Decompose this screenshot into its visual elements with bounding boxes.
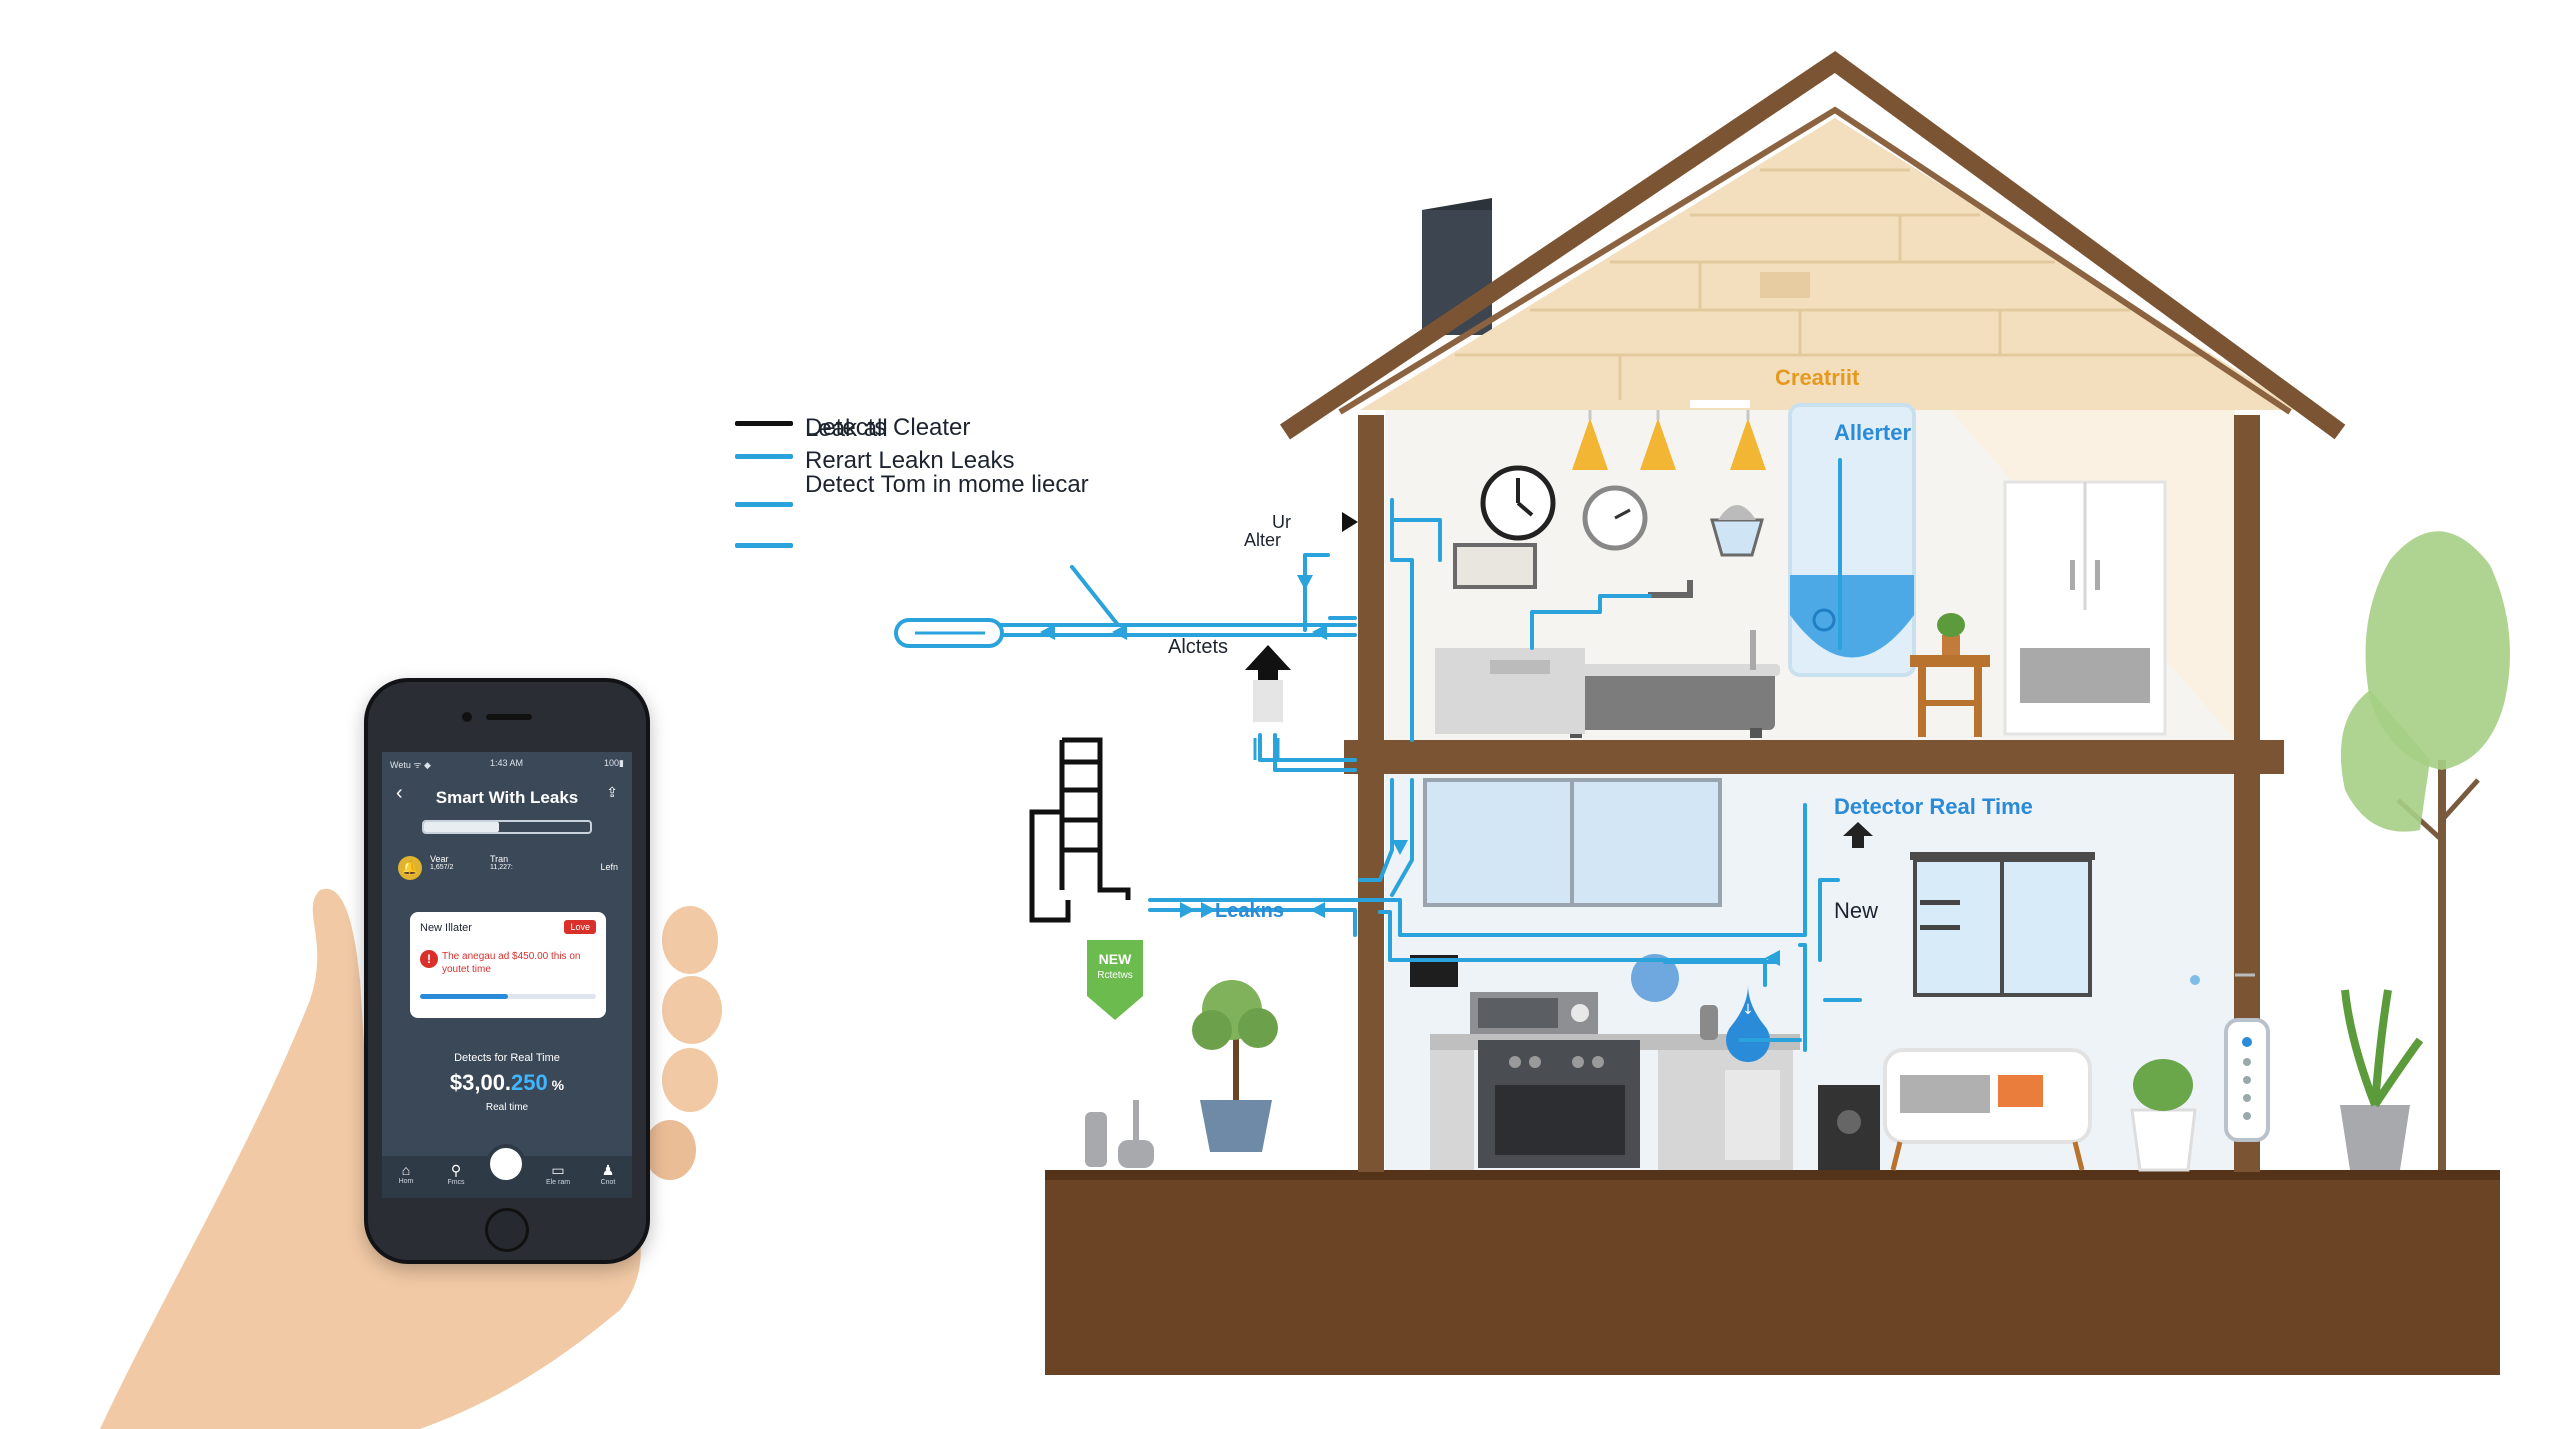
legend-swatch (735, 502, 793, 507)
ceiling-lamp (1640, 418, 1676, 470)
screen-icon: ▭ (551, 1162, 565, 1178)
nav-home[interactable]: ⌂Hom (386, 1162, 426, 1185)
roof (1279, 51, 2346, 440)
stat: Vear 1,657/2 (430, 854, 453, 871)
realtime-label: Real time (485, 1102, 529, 1113)
legend-swatch (735, 543, 793, 548)
ceiling-lamp (1730, 418, 1766, 470)
nav-search[interactable]: ⚲Fmcs (436, 1162, 476, 1186)
valve-arrow-icon (1342, 512, 1358, 532)
person-icon: ♟ (601, 1162, 615, 1178)
capture-button[interactable] (486, 1144, 526, 1184)
alert-card[interactable]: New Illater Love ! The anegau ad $450.00… (410, 912, 606, 1018)
new-badge-sublabel: Rctetws (1097, 970, 1133, 981)
left-wall (1358, 415, 1384, 1172)
stat: Tran 11,227: (490, 854, 513, 871)
valve-label-bottom: Alter (1244, 530, 1282, 550)
home-icon: ⌂ (401, 1162, 411, 1178)
detector-arrow-icon (1843, 822, 1873, 848)
leak-bracket (1062, 737, 1131, 900)
new-badge (1087, 940, 1143, 1020)
savings-value-highlight: 250 (511, 1070, 548, 1095)
legend-swatch (735, 421, 793, 426)
stat-value: 1,657/2 (430, 864, 454, 871)
search-icon: ⚲ (450, 1162, 462, 1178)
stats-row: 🔔 Vear 1,657/2 Tran 11,227: Lefn (382, 852, 632, 892)
nav-screen[interactable]: ▭Ele ram (538, 1162, 578, 1186)
detect-label: Detects for Real Time (454, 1052, 560, 1064)
nav-label: Ele ram (545, 1179, 571, 1186)
leaks-label: Leakns (1215, 900, 1284, 922)
alert-arrow-icon (1245, 645, 1291, 680)
sensor-icon (1631, 954, 1679, 1002)
new-badge-label: NEW (1098, 951, 1132, 967)
share-icon[interactable]: ⇪ (606, 784, 618, 800)
status-battery: 100▮ (604, 758, 624, 768)
legend-swatch (735, 454, 793, 459)
stats-right-label: Lefn (600, 862, 618, 872)
app-title: Smart With Leaks (435, 788, 579, 807)
bathtub (1555, 670, 1775, 730)
svg-text:↓: ↓ (1742, 1002, 1754, 1018)
stat-label: Tran (490, 854, 509, 864)
attic-label: Creatriit (1775, 365, 1860, 390)
search-bar[interactable] (422, 820, 592, 834)
detector-label: Detector Real Time (1834, 794, 2033, 819)
potted-plant (1200, 1100, 1272, 1152)
search-bar-fill (424, 822, 499, 832)
tank-label: Allerter (1834, 420, 1912, 445)
legend-label: Rerart Leakn Leaks (805, 447, 1015, 474)
legend-label: Detects Cleater (805, 414, 971, 441)
status-time: 1:43 AM (490, 758, 524, 768)
ground (1045, 1170, 2500, 1375)
attic (1360, 118, 2300, 410)
alert-card-title: New Illater (420, 922, 472, 934)
speaker (486, 714, 532, 720)
nav-profile[interactable]: ♟Cnot (588, 1162, 628, 1186)
camera-icon (462, 712, 472, 722)
nav-label: Cnot (600, 1179, 616, 1186)
savings-value-unit: % (547, 1077, 565, 1093)
side-table (1910, 655, 1990, 667)
back-icon[interactable]: ‹ (396, 782, 403, 804)
ceiling-lamp (1572, 418, 1608, 470)
savings-value-main: $3,00. (449, 1070, 512, 1095)
nav-label: Fmcs (447, 1179, 465, 1186)
status-signal: Wetu ᯤ ◆ (390, 760, 431, 770)
middle-floor (1344, 740, 2284, 774)
alerts-label: Alctets (1168, 636, 1229, 658)
nav-label: Hom (398, 1178, 414, 1185)
stat-value: 11,227: (490, 864, 513, 871)
legend-label: Leak all (805, 415, 888, 442)
alert-card-badge: Love (564, 920, 596, 934)
savings-value: $3,00.250 % (382, 1070, 632, 1096)
home-button[interactable] (485, 1208, 529, 1252)
bell-icon[interactable]: 🔔 (398, 856, 422, 880)
bottom-nav: ⌂Hom ⚲Fmcs ▭Ele ram ♟Cnot (382, 1144, 632, 1198)
new-label: New (1834, 898, 1879, 923)
legend-label: Detect Tom in mome liecar (805, 471, 1089, 498)
wall-picture (1453, 543, 1537, 589)
warning-icon: ! (420, 950, 438, 968)
alert-progress (420, 994, 596, 999)
alert-card-message: The anegau ad $450.00 this on youtet tim… (442, 951, 581, 975)
status-bar: Wetu ᯤ ◆ 1:43 AM 100▮ (382, 752, 632, 774)
stat-label: Vear (430, 854, 449, 864)
alert-progress-fill (420, 994, 508, 999)
smartphone: Wetu ᯤ ◆ 1:43 AM 100▮ ‹ Smart With Leaks… (364, 678, 650, 1264)
phone-screen: Wetu ᯤ ◆ 1:43 AM 100▮ ‹ Smart With Leaks… (382, 752, 632, 1198)
valve-label-top: Ur (1272, 512, 1291, 532)
